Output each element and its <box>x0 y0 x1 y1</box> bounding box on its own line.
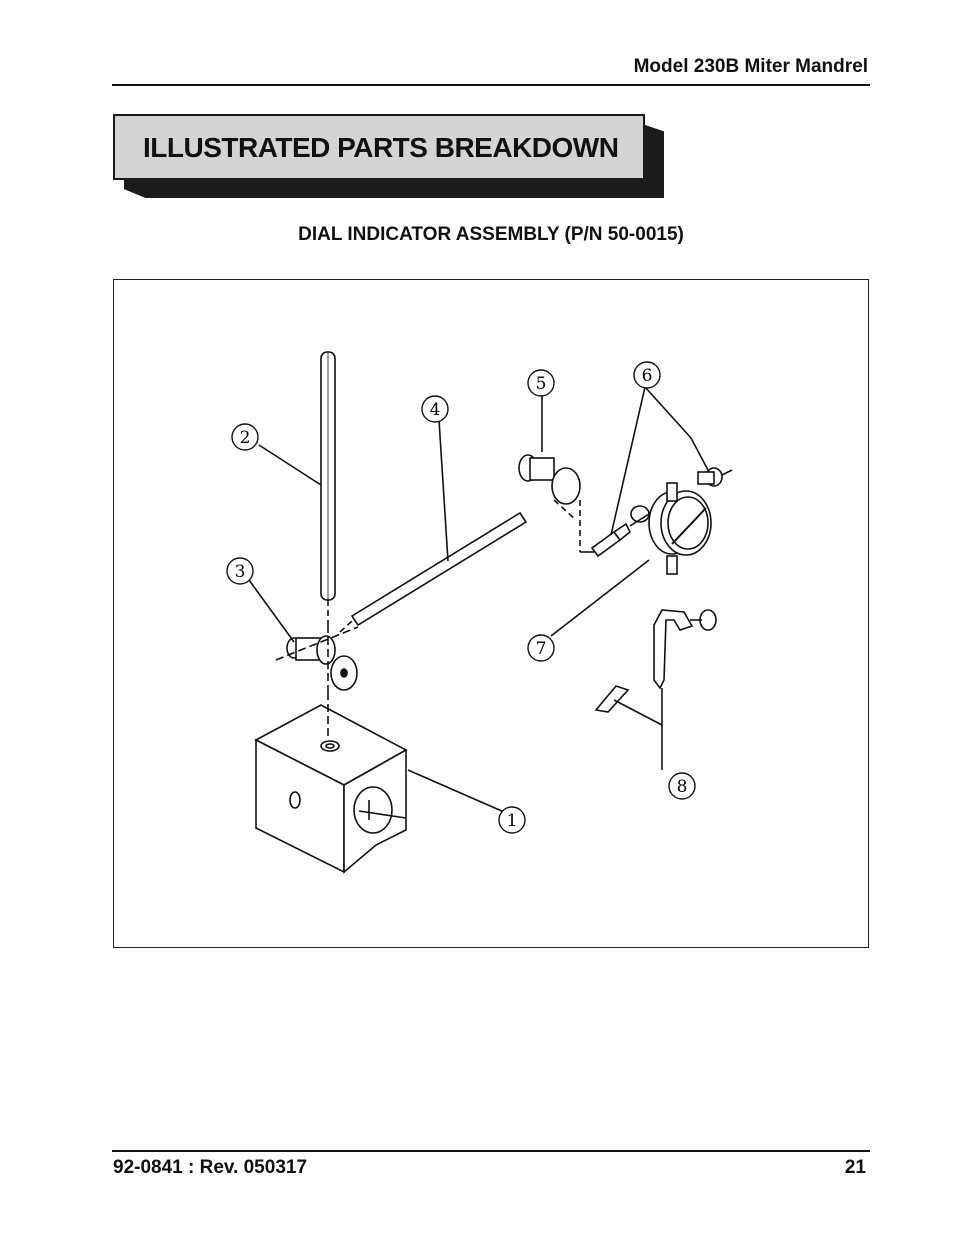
parts-diagram: 1 2 3 4 5 6 7 8 <box>226 351 733 874</box>
callout-2-label: 2 <box>240 428 251 448</box>
footer-doc-rev: 92-0841 : Rev. 050317 <box>113 1157 308 1178</box>
callout-6-label: 6 <box>642 366 653 386</box>
indicator-clamp-part <box>594 609 717 713</box>
vertical-rod-part <box>320 351 336 625</box>
figure-title: DIAL INDICATOR ASSEMBLY (P/N 50-0015) <box>298 224 684 245</box>
callout-3-label: 3 <box>235 562 246 582</box>
dial-indicator-part <box>629 482 712 575</box>
swivel-clamp-part <box>275 625 359 738</box>
contact-point-parts <box>590 467 733 558</box>
callout-7-label: 7 <box>536 639 547 659</box>
callout-1-label: 1 <box>507 811 518 831</box>
callout-5-label: 5 <box>536 374 547 394</box>
footer-page-number: 21 <box>844 1157 866 1178</box>
section-banner-title: ILLUSTRATED PARTS BREAKDOWN <box>143 132 619 163</box>
callout-4-label: 4 <box>430 400 441 420</box>
rod-clamp-part <box>518 454 594 553</box>
figure-frame: 1 2 3 4 5 6 7 8 <box>113 279 869 948</box>
section-banner: ILLUSTRATED PARTS BREAKDOWN <box>113 114 645 180</box>
magnetic-base-part <box>254 704 408 874</box>
header-rule <box>112 84 870 86</box>
footer-rule <box>112 1150 870 1152</box>
callout-8-label: 8 <box>677 777 688 797</box>
callout-group: 1 2 3 4 5 6 7 8 <box>226 361 696 834</box>
horizontal-rod-part <box>339 511 528 633</box>
header-title: Model 230B Miter Mandrel <box>633 56 868 77</box>
